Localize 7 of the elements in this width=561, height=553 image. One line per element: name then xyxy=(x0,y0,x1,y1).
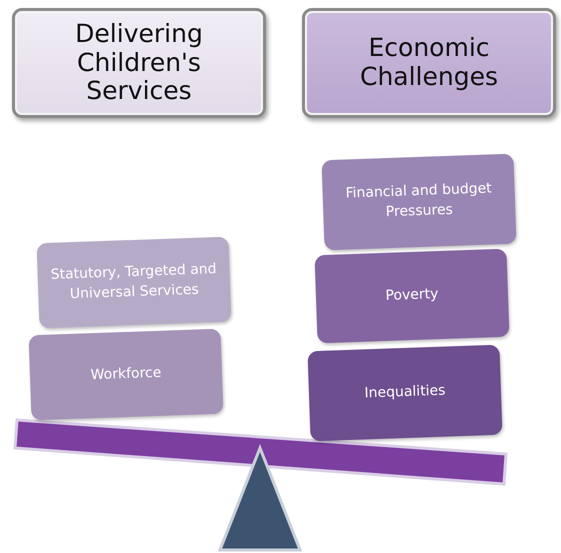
stacked-block: Inequalities xyxy=(308,344,502,442)
stacked-block: Poverty xyxy=(314,248,510,344)
header-box: Economic Challenges xyxy=(302,8,556,118)
stacked-block: Financial and budget Pressures xyxy=(322,154,516,250)
stacked-block: Workforce xyxy=(28,328,224,420)
stacked-block: Statutory, Targeted and Universal Services xyxy=(36,236,232,328)
header-box: Delivering Children's Services xyxy=(12,8,266,118)
